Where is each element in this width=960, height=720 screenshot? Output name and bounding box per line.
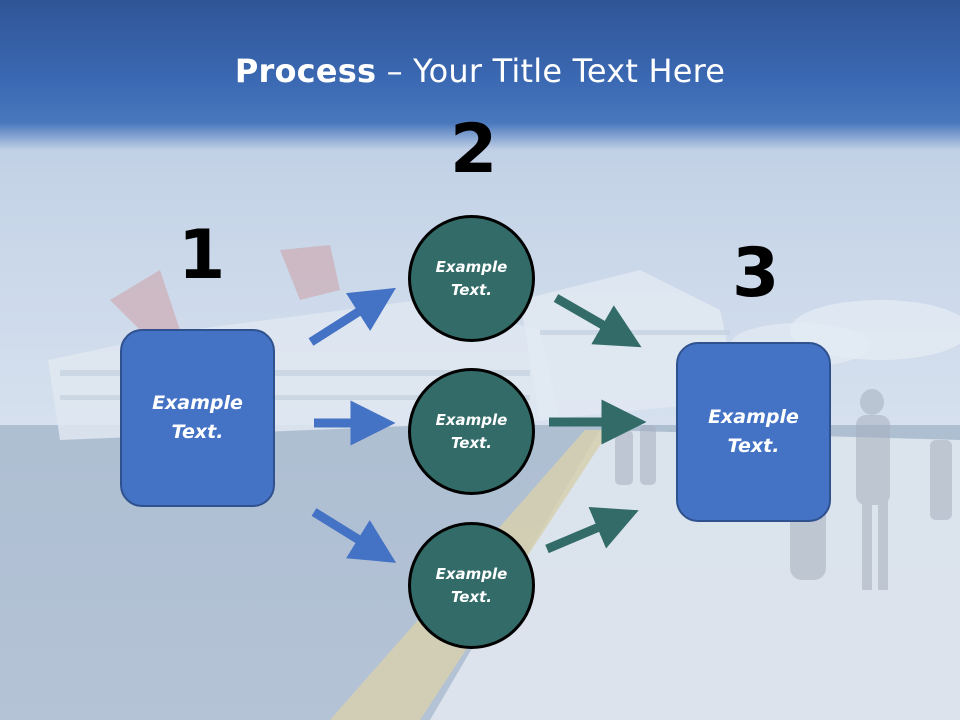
step-1-box: Example Text. [120,329,275,507]
header-band [0,0,960,150]
arrow-1-to-2-bottom [311,508,397,563]
arrow-2-bottom-to-3 [545,507,639,554]
slide-title: Process – Your Title Text Here [0,52,960,90]
step-3-box: Example Text. [676,342,831,522]
step-2-label-middle: Example Text. [435,410,508,452]
step-2-label-bottom: Example Text. [435,564,508,606]
arrow-1-to-2-top [308,287,396,346]
step-2-circle-middle: Example Text. [408,368,535,495]
step-2-circle-top: Example Text. [408,215,535,342]
step-number-3: 3 [732,234,780,313]
arrow-2-top-to-3 [553,294,642,348]
step-2-label-top: Example Text. [435,257,508,299]
step-number-1: 1 [178,216,226,295]
title-bold: Process [234,52,377,90]
step-1-label: Example Text. [152,392,243,443]
step-number-2: 2 [450,110,498,189]
step-3-label: Example Text. [708,406,799,457]
step-2-circle-bottom: Example Text. [408,522,535,649]
title-rest: – Your Title Text Here [376,52,726,90]
